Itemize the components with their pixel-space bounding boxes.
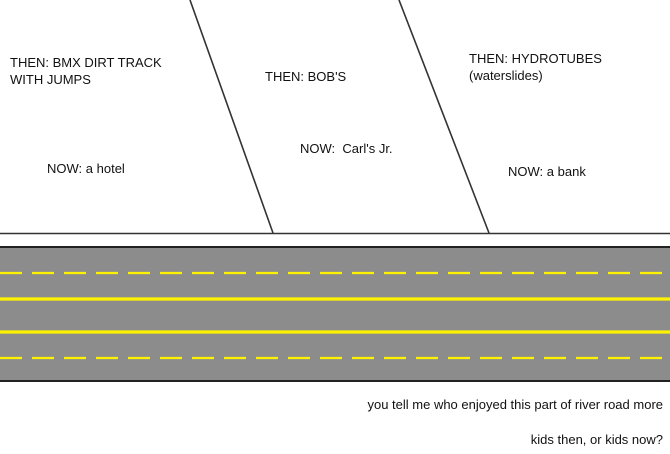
- road-surface: [0, 247, 670, 381]
- lot-2-then-text: THEN: BOB'S: [265, 68, 346, 85]
- lot-3-now-label: NOW:: [508, 164, 544, 179]
- lot-2-then-label: THEN:: [265, 69, 304, 84]
- lot-1-now-label: NOW:: [47, 161, 83, 176]
- lot-1-now-value: a hotel: [85, 161, 125, 176]
- lot-3-now-text: NOW: a bank: [508, 163, 586, 180]
- lot-1-then-label: THEN:: [10, 55, 49, 70]
- caption-line-2: kids then, or kids now?: [530, 432, 663, 447]
- caption-line-1: you tell me who enjoyed this part of riv…: [367, 397, 663, 412]
- lot-2-now-text: NOW: Carl's Jr.: [300, 140, 393, 157]
- lot-1-then-value: BMX DIRT TRACK WITH JUMPS: [10, 55, 162, 87]
- lot-1-then-text: THEN: BMX DIRT TRACK WITH JUMPS: [10, 54, 162, 88]
- lot-divider-left: [189, 0, 274, 234]
- lot-2-now-label: NOW:: [300, 141, 336, 156]
- lot-3-now-value: a bank: [546, 164, 586, 179]
- lot-2-now-value: Carl's Jr.: [342, 141, 393, 156]
- lot-2-then-value: BOB'S: [307, 69, 347, 84]
- lot-1-now-text: NOW: a hotel: [47, 160, 125, 177]
- lot-3-then-value: HYDROTUBES (waterslides): [469, 51, 602, 83]
- lot-3-then-text: THEN: HYDROTUBES (waterslides): [469, 50, 602, 84]
- lot-3-then-label: THEN:: [469, 51, 508, 66]
- lot-divider-right: [398, 0, 490, 234]
